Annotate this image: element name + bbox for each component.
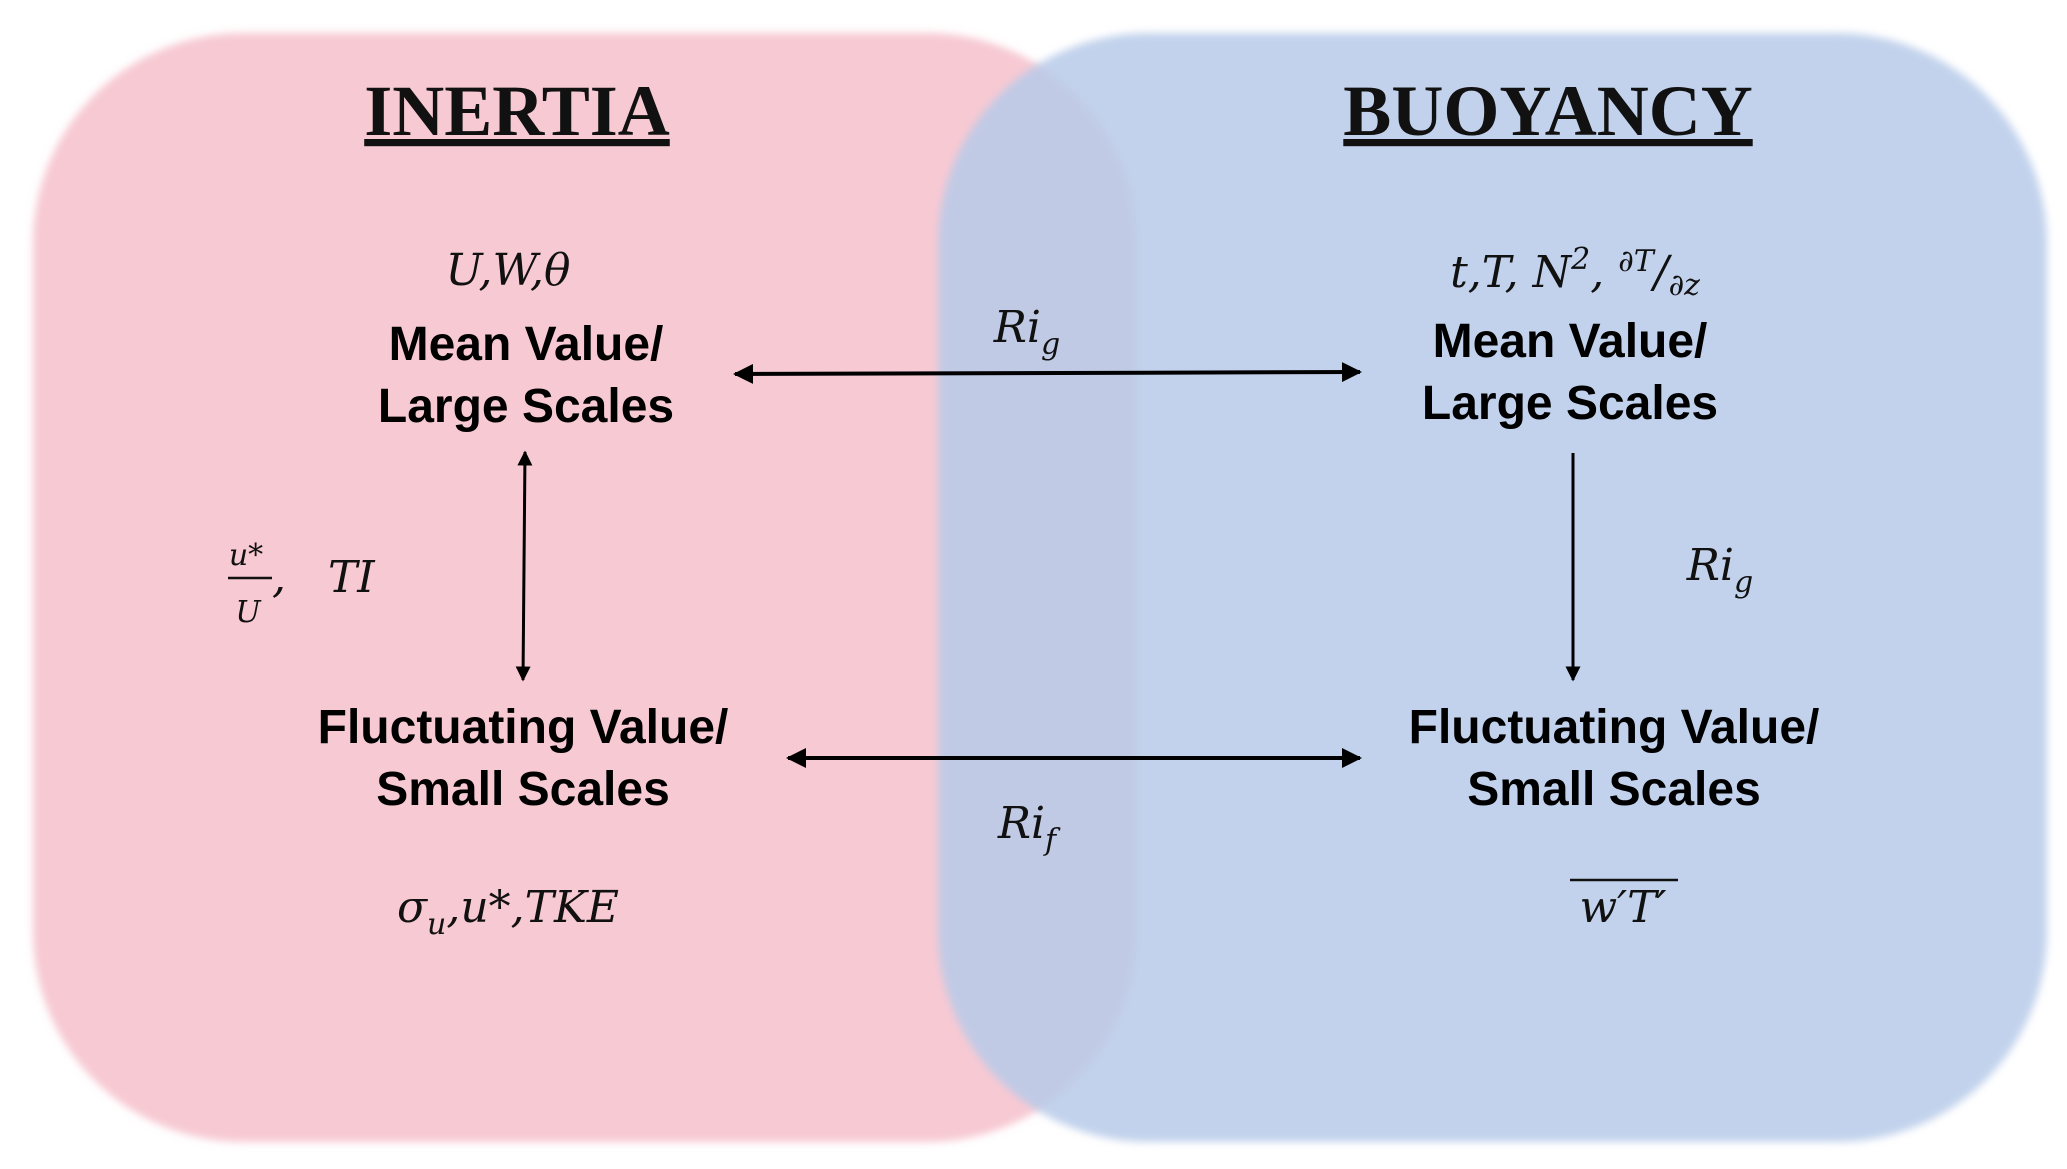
inertia-fluct-variables: σu,u*,TKE [397, 882, 619, 942]
left-double-arrow [515, 450, 533, 682]
buoyancy-title: BUOYANCY [1343, 71, 1752, 151]
inertia-mean-label-2: Large Scales [378, 380, 674, 433]
buoyancy-fluct-variables: w′T′ [1580, 882, 1667, 933]
top-richardson-label: Rig [993, 302, 1060, 362]
ratio-rest: , TI [272, 552, 376, 603]
buoyancy-mean-variables: t,T, N2, ∂T/∂z [1450, 242, 1700, 303]
buoyancy-fluct-label-1: Fluctuating Value/ [1409, 701, 1820, 754]
inertia-mean-label-1: Mean Value/ [389, 318, 664, 371]
inertia-mean-variables: U,W,θ [445, 245, 570, 296]
right-richardson-label: Rig [1686, 540, 1753, 600]
top-double-arrow [733, 362, 1362, 384]
buoyancy-fluct-label-2: Small Scales [1467, 763, 1761, 816]
inertia-fluct-label-1: Fluctuating Value/ [318, 701, 729, 754]
buoyancy-region [938, 33, 2047, 1142]
buoyancy-mean-label-1: Mean Value/ [1433, 315, 1708, 368]
inertia-fluct-label-2: Small Scales [376, 763, 670, 816]
inertia-ratio-expression: u* U , TI [228, 538, 376, 630]
buoyancy-mean-label-2: Large Scales [1422, 377, 1718, 430]
inertia-title: INERTIA [364, 71, 670, 151]
ratio-numerator: u* [229, 538, 263, 573]
ratio-denominator: U [235, 595, 262, 630]
inertia-region [33, 33, 1137, 1142]
